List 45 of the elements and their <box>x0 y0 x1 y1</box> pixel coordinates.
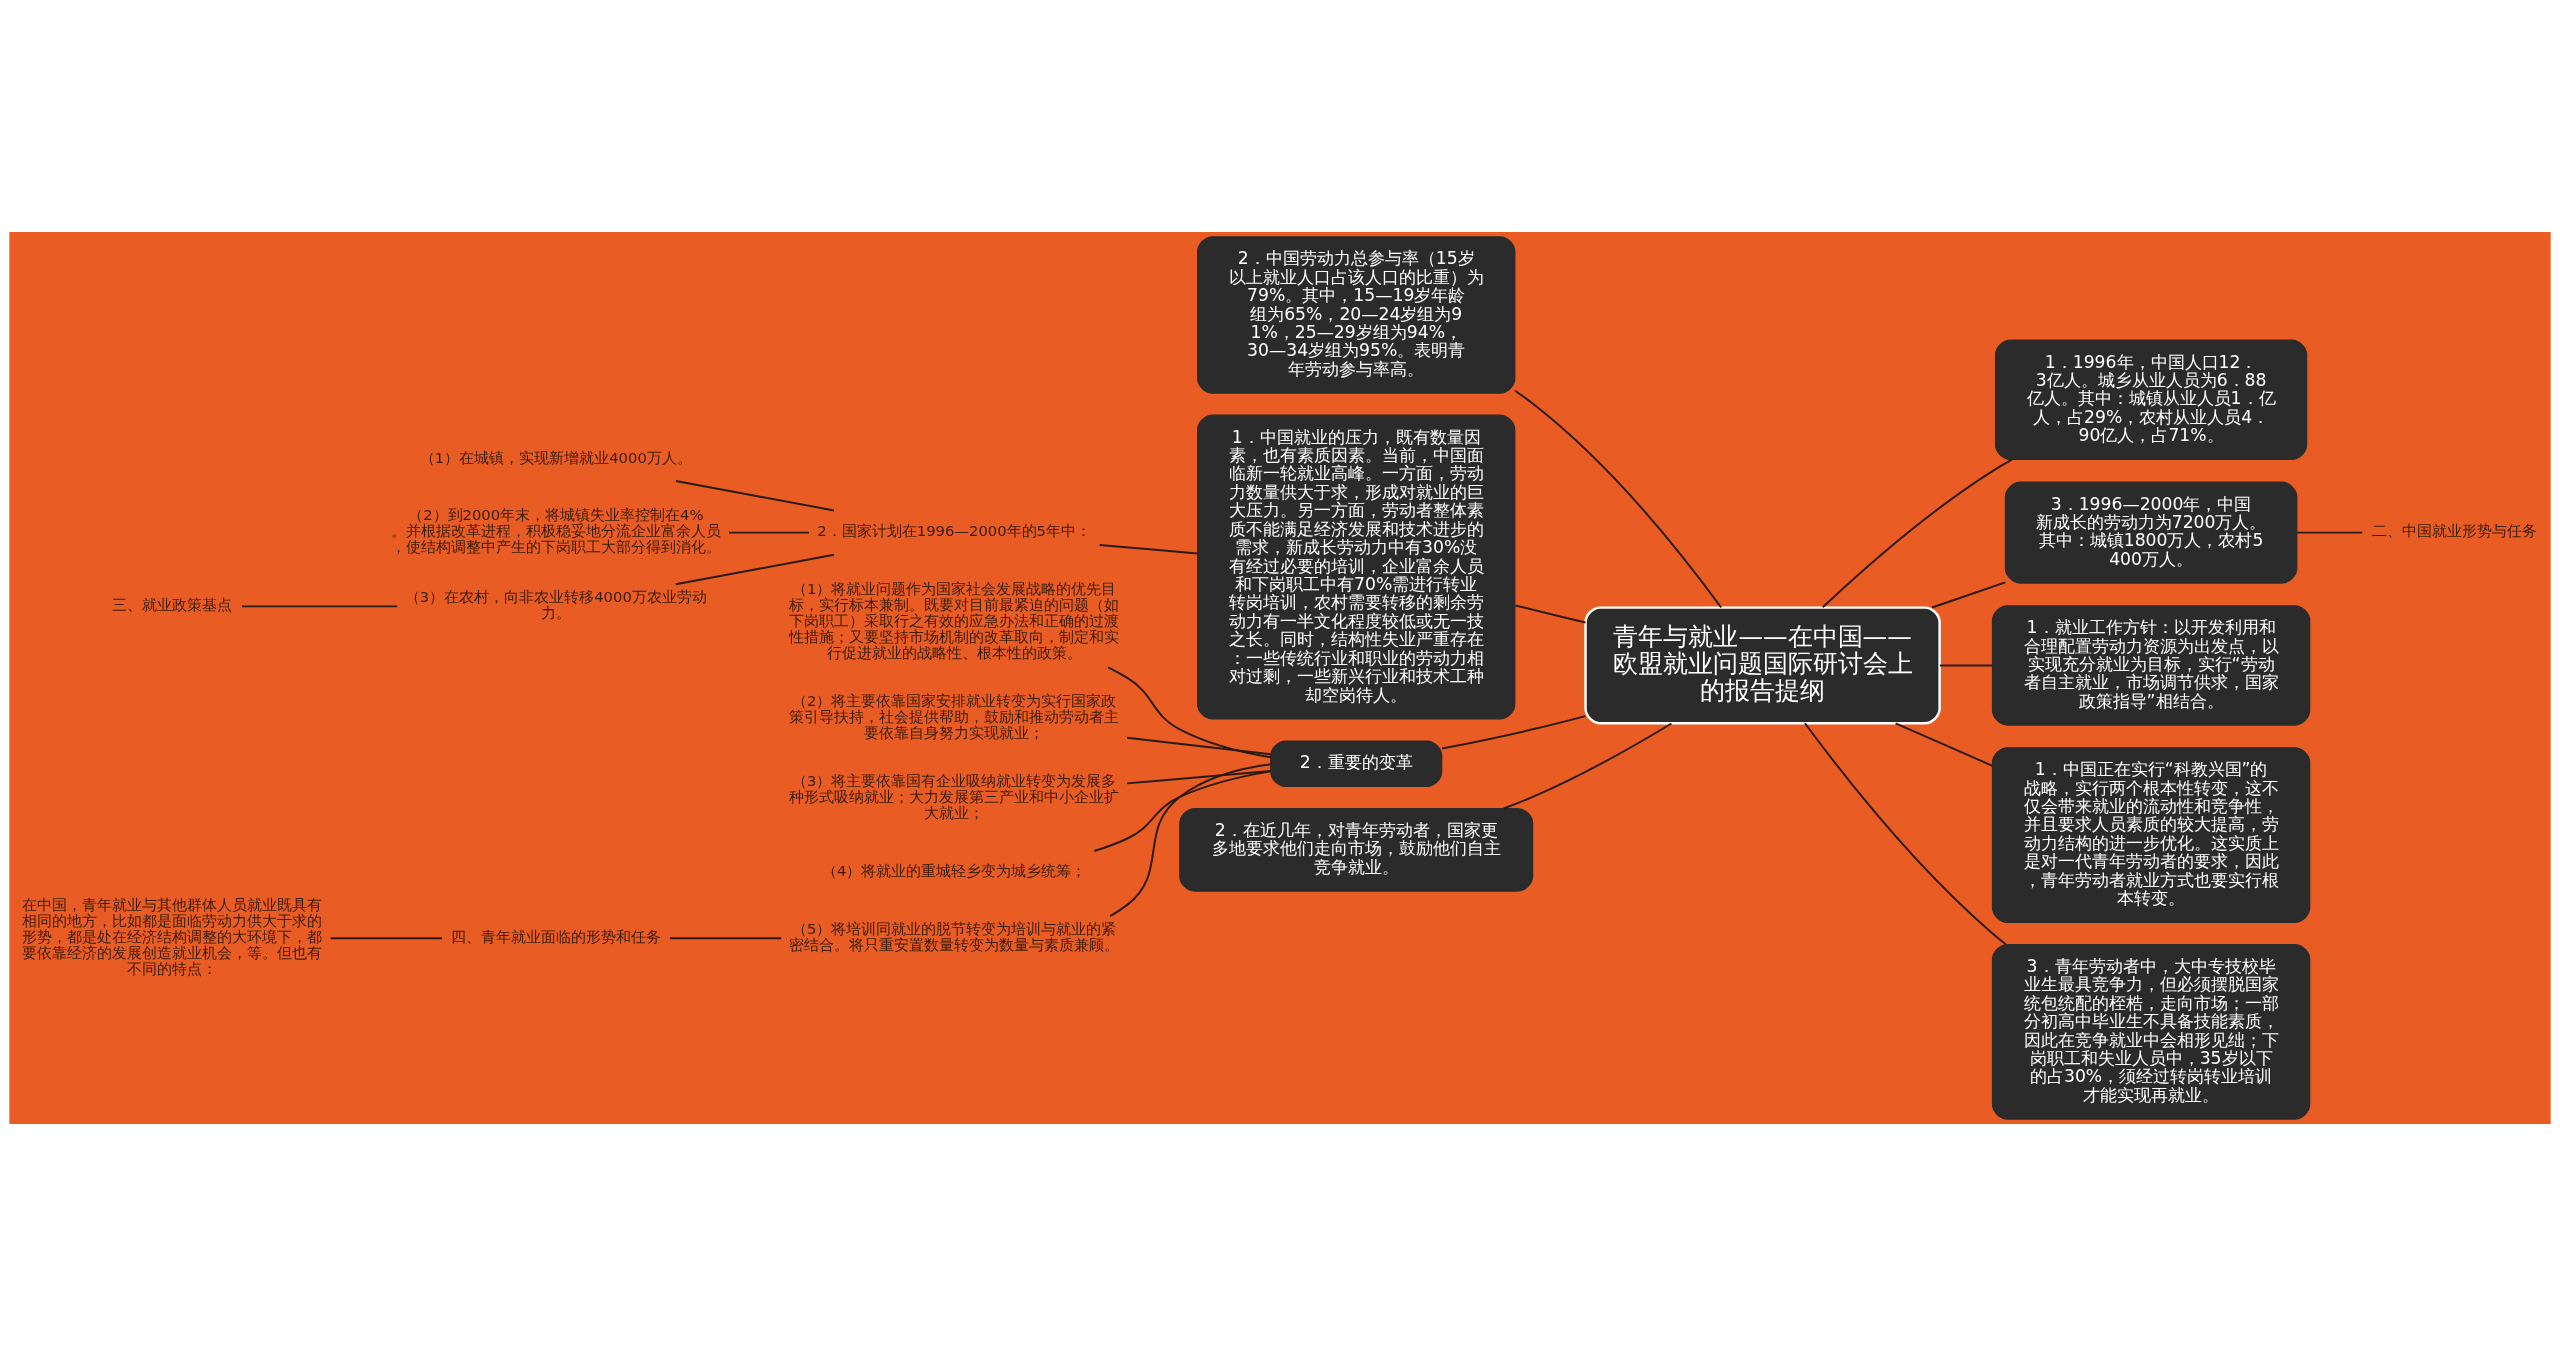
node-text: 在中国，青年就业与其他群体人员就业既具有相同的地方，比如都是面临劳动力供大于求的形势，都是处在经济结构调整的大环境下，都要依靠经济的发展创造就业机会，等。但也有不同的特点： <box>22 895 323 977</box>
connector <box>1109 762 1272 917</box>
node-box: 1．中国就业的压力，既有数量因素，也有素质因素。当前，中国面临新一轮就业高峰。一方面，劳动力数量供大于求，形成对就业的巨大压力。另一方面，劳动者整体素质不能满足经济发展和技术进步的需求，新成长劳动力中有30%没有经过必要的培训，企业富余人员和下岗职工中有70%需进行转业转岗培训，农村需要转移的剩余劳动力有一半文化程度较低或无一技之长。同时，结构性失业严重存在：一些传统行业和职业的劳动力相对过剩，一些新兴行业和技术工种却空岗待人。 <box>1197 414 1516 719</box>
node-text: （2）将主要依靠国家安排就业转变为实行国家政策引导扶持，社会提供帮助，鼓励和推动劳动者主要依靠自身努力实现就业； <box>789 691 1120 741</box>
node-text: 二、中国就业形势与任务 <box>2371 521 2537 539</box>
node-box: 2．中国劳动力总参与率（15岁以上就业人口占该人口的比重）为79%。其中，15—19岁年龄组为65%，20—24岁组为91%，25—29岁组为94%，30—34岁组为95%。表明青年劳动参与率高。 <box>1197 235 1516 394</box>
connector <box>1093 769 1272 852</box>
connector <box>329 936 443 939</box>
node-text: （3）将主要依靠国有企业吸纳就业转变为发展多种形式吸纳就业；大力发展第三产业和中小企业扩大就业； <box>789 771 1120 821</box>
node-text: （1）在城镇，实现新增就业4000万人。 <box>419 448 692 466</box>
connector <box>1440 714 1587 750</box>
connector <box>1938 663 1994 666</box>
connector <box>1502 722 1673 809</box>
connector <box>1931 580 2007 609</box>
connector <box>674 553 835 585</box>
node-box: 2．在近几年，对青年劳动者，国家更多地要求他们走向市场，鼓励他们自主竞争就业。 <box>1179 807 1534 892</box>
connector <box>1107 665 1272 758</box>
connector <box>1098 543 1199 554</box>
node-box: 3．青年劳动者中，大中专技校毕业生最具竞争力，但必须摆脱国家统包统配的桎梏，走向市场；一部分初高中毕业生不具备技能素质，因此在竞争就业中会相形见绌；下岗职工和失业人员中，35岁以下的占30%，须经过转岗转业培训才能实现再就业。 <box>1991 943 2311 1120</box>
connector <box>1894 721 1994 767</box>
connector <box>1126 736 1272 755</box>
node-box: 青年与就业——在中国——欧盟就业问题国际研讨会上的报告提纲 <box>1584 605 1941 724</box>
node-text: （4）将就业的重城轻乡变为城乡统筹； <box>821 861 1087 879</box>
connector <box>1514 389 1723 608</box>
connector <box>241 604 399 607</box>
node-box: 3．1996—2000年，中国新成长的劳动力为7200万人。其中：城镇1800万人，农村5400万人。 <box>2004 481 2298 584</box>
node-box: 1．1996年，中国人口12．3亿人。城乡从业人员为6．88亿人。其中：城镇从业人员1．亿人，占29%，农村从业人员4．90亿人，占71%。 <box>1994 339 2308 460</box>
node-text: （1）将就业问题作为国家社会发展战略的优先目标，实行标本兼制。既要对目前最紧迫的问题（如下岗职工）采取行之有效的应急办法和正确的过渡性措施；又要坚持市场机制的改革取向，制定和实行促进就业的战略性、根本性的政策。 <box>789 579 1120 661</box>
node-text: （3）在农村，向非农业转移4000万农业劳动力。 <box>404 587 707 621</box>
connector <box>674 479 835 511</box>
node-text: （2）到2000年末，将城镇失业率控制在4%。并根据改革进程，积极稳妥地分流企业富余人员，使结构调整中产生的下岗职工大部分得到消化。 <box>390 505 721 555</box>
node-text: 三、就业政策基点 <box>112 595 233 613</box>
connector <box>728 531 811 534</box>
node-box: 1．就业工作方针：以开发利用和合理配置劳动力资源为出发点，以实现充分就业为目标，实行“劳动者自主就业，市场调节供求，国家政策指导”相结合。 <box>1991 604 2311 726</box>
node-box: 1．中国正在实行“科教兴国”的战略，实行两个根本性转变，这不仅会带来就业的流动性和竞争性，并且要求人员素质的较大提高，劳动力结构的进一步优化。这实质上是对一代青年劳动者的要求，因此，青年劳动者就业方式也要实行根本转变。 <box>1991 746 2311 923</box>
connector <box>1821 458 2013 608</box>
node-text: 2．国家计划在1996—2000年的5年中： <box>817 521 1091 539</box>
connector <box>1514 604 1587 624</box>
connector <box>669 936 783 939</box>
connector <box>1803 721 2007 945</box>
node-text: （5）将培训同就业的脱节转变为培训与就业的紧密结合。将只重安置数量转变为数量与素质兼顾。 <box>789 919 1120 953</box>
connector <box>1126 769 1272 784</box>
node-box: 2．重要的变革 <box>1270 739 1443 787</box>
connector <box>2295 531 2364 534</box>
node-text: 四、青年就业面临的形势和任务 <box>450 927 661 945</box>
